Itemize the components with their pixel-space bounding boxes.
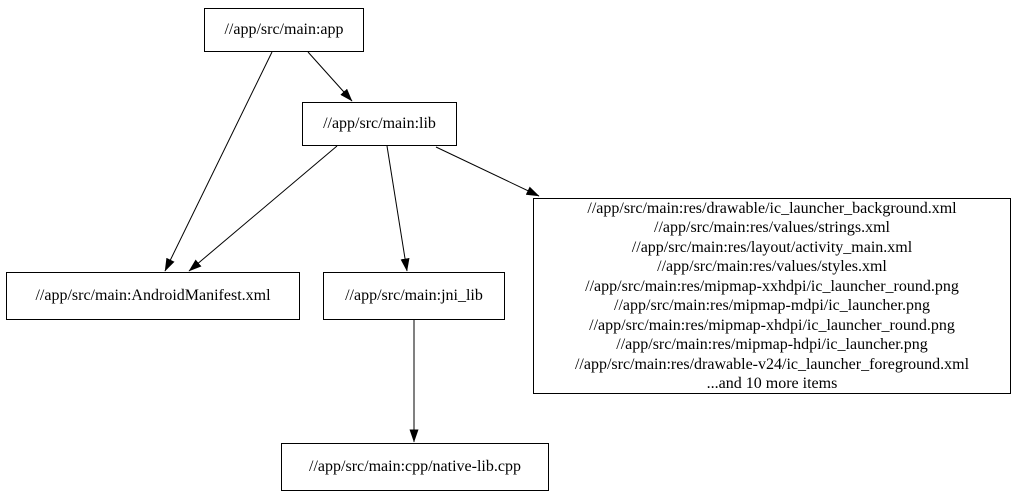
node-resgroup: //app/src/main:res/drawable/ic_launcher_… [533,198,1011,394]
node-resgroup-line: //app/src/main:res/values/strings.xml [654,219,890,236]
node-app: //app/src/main:app [204,8,364,52]
node-resgroup-line: //app/src/main:res/values/styles.xml [657,258,887,275]
node-resgroup-line: //app/src/main:res/mipmap-xhdpi/ic_launc… [589,316,955,334]
node-resgroup-line: //app/src/main:res/mipmap-hdpi/ic_launch… [616,336,928,353]
node-lib-label: //app/src/main:lib [323,115,436,132]
node-lib: //app/src/main:lib [302,102,457,146]
node-resgroup-more-items: ...and 10 more items [706,375,838,392]
node-resgroup-line: //app/src/main:res/mipmap-xxhdpi/ic_laun… [585,277,959,295]
node-app-label: //app/src/main:app [224,21,344,38]
edge-app-to-androidmanifest [164,51,273,272]
node-androidmanifest-label: //app/src/main:AndroidManifest.xml [35,287,271,304]
edge-app-to-lib [307,51,353,102]
node-nativelib-label: //app/src/main:cpp/native-lib.cpp [309,458,521,475]
node-androidmanifest: //app/src/main:AndroidManifest.xml [6,272,300,320]
node-jnilib: //app/src/main:jni_lib [323,272,505,320]
node-resgroup-line: //app/src/main:res/drawable/ic_launcher_… [587,199,957,217]
edge-lib-to-resgroup [435,146,540,197]
node-jnilib-label: //app/src/main:jni_lib [345,287,483,304]
node-resgroup-line: //app/src/main:res/mipmap-mdpi/ic_launch… [614,297,930,314]
node-resgroup-line: //app/src/main:res/layout/activity_main.… [631,238,913,256]
node-nativelib: //app/src/main:cpp/native-lib.cpp [281,443,549,491]
node-resgroup-line: //app/src/main:res/drawable-v24/ic_launc… [574,355,970,373]
edge-lib-to-androidmanifest [188,145,338,272]
edge-lib-to-jnilib [386,145,410,272]
